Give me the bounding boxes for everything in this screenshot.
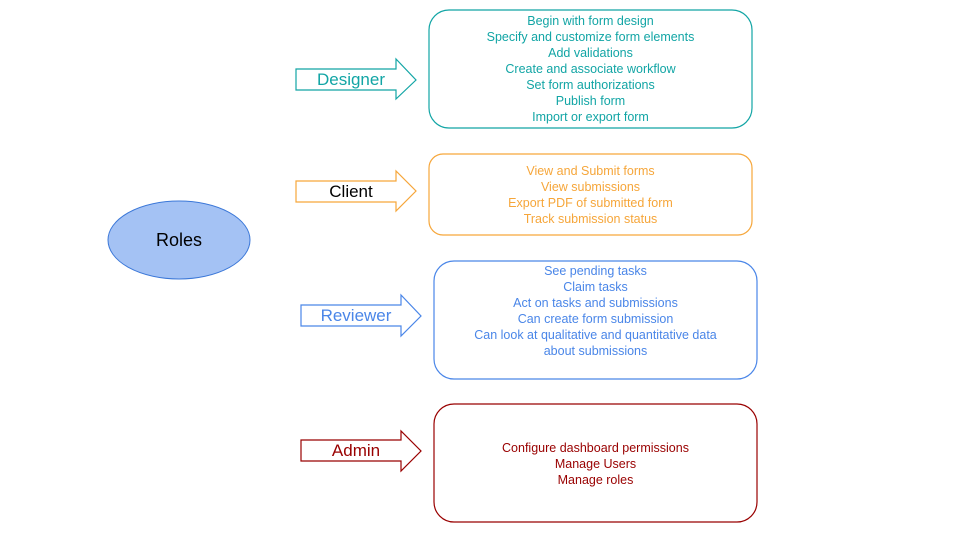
client-item: View submissions bbox=[540, 179, 641, 194]
roles-label: Roles bbox=[155, 230, 203, 250]
client-items: View and Submit forms View submissions E… bbox=[431, 156, 750, 233]
admin-item: Configure dashboard permissions bbox=[502, 441, 689, 455]
admin-items: Configure dashboard permissions Manage U… bbox=[436, 406, 755, 520]
client-item: Track submission status bbox=[523, 211, 658, 226]
client-item: View and Submit forms bbox=[526, 163, 655, 178]
reviewer-item: Can look at qualitative and quantitative… bbox=[474, 328, 717, 342]
designer-item: Create and associate workflow bbox=[505, 62, 676, 76]
roles-ellipse bbox=[107, 200, 251, 280]
client-label: Client bbox=[329, 182, 373, 201]
designer-box bbox=[428, 9, 753, 129]
reviewer-item: Can create form submission bbox=[517, 312, 674, 326]
designer-item: Begin with form design bbox=[527, 14, 654, 28]
designer-item: Publish form bbox=[555, 94, 626, 108]
admin-arrow bbox=[300, 429, 422, 473]
designer-items: Begin with form design Specify and custo… bbox=[431, 12, 750, 126]
designer-item: Set form authorizations bbox=[526, 78, 655, 92]
reviewer-box bbox=[433, 260, 758, 380]
reviewer-item: Claim tasks bbox=[563, 280, 628, 294]
client-box bbox=[428, 153, 753, 236]
admin-item: Manage roles bbox=[557, 473, 634, 487]
client-arrow bbox=[295, 169, 417, 213]
client-item: Export PDF of submitted form bbox=[508, 195, 673, 210]
reviewer-item: about submissions bbox=[543, 344, 648, 358]
admin-label: Admin bbox=[331, 441, 381, 460]
admin-box bbox=[433, 403, 758, 523]
reviewer-arrow bbox=[300, 293, 422, 338]
designer-item: Specify and customize form elements bbox=[486, 30, 695, 44]
designer-item: Import or export form bbox=[532, 110, 649, 124]
designer-item: Add validations bbox=[548, 46, 633, 60]
designer-label: Designer bbox=[316, 70, 386, 89]
reviewer-item: See pending tasks bbox=[544, 264, 647, 278]
admin-item: Manage Users bbox=[554, 457, 637, 471]
reviewer-items: See pending tasks Claim tasks Act on tas… bbox=[436, 263, 755, 360]
designer-arrow bbox=[295, 57, 417, 101]
reviewer-label: Reviewer bbox=[320, 306, 392, 325]
reviewer-item: Act on tasks and submissions bbox=[513, 296, 678, 310]
